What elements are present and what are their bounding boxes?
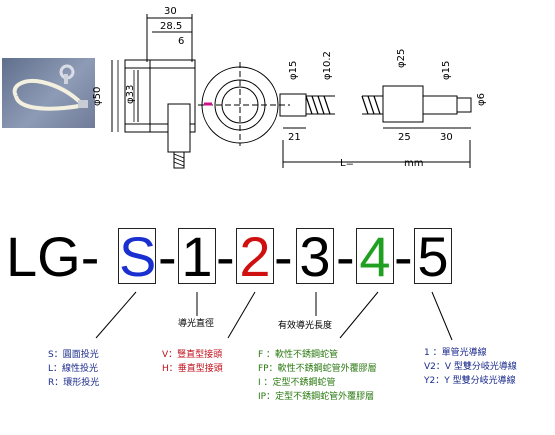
code-dash-2: -	[216, 225, 235, 288]
legend-tube-f: F ：軟性不銹鋼蛇管	[258, 350, 339, 360]
dim-phi-15-left: φ15	[288, 61, 299, 80]
dim-28-5: 28.5	[160, 21, 182, 32]
dim-phi-25: φ25	[396, 49, 407, 68]
code-seg-type: 5	[414, 228, 452, 285]
legend-shape-l: L：線性投光	[48, 364, 99, 374]
dim-phi-33: φ33	[125, 85, 136, 104]
legend-connector-v: V：豎直型接頭	[162, 350, 223, 360]
legend-type-v2: V2：V 型雙分岐光導線	[424, 362, 517, 372]
product-photo	[2, 58, 95, 128]
code-dash-3: -	[274, 225, 293, 288]
dim-phi-15-right: φ15	[441, 61, 452, 80]
code-seg-diameter: 1	[178, 228, 216, 285]
legend-shape-r: R：環形投光	[48, 378, 100, 388]
legend-type-y2: Y2：Y 型雙分岐光導線	[424, 376, 516, 386]
legend-shape-s: S：圓面投光	[48, 350, 99, 360]
code-seg-shape: S	[118, 225, 157, 288]
legend-connector-h: H：垂直型接頭	[162, 364, 223, 374]
code-dash-5: -	[394, 225, 413, 288]
dim-phi-50: φ50	[92, 87, 103, 106]
code-seg-tube: 4	[356, 228, 394, 285]
dim-phi-10-2: φ10.2	[322, 51, 333, 80]
dim-6-top: 6	[178, 36, 184, 47]
code-seg-connector: 2	[236, 228, 274, 285]
code-dash-1: -	[158, 225, 177, 288]
technical-drawing: 30 28.5 6 φ50 φ33 φ15 φ10.2 φ25 φ15 φ6 2…	[92, 6, 487, 169]
dim-mm-label: mm	[404, 158, 423, 169]
dim-30-right: 30	[440, 132, 453, 143]
light-guide-photo-icon	[12, 64, 88, 111]
caption-length: 有效導光長度	[278, 321, 333, 331]
legend-tube-ip: IP：定型不銹鋼蛇管外覆膠層	[258, 392, 375, 402]
caption-diameter: 導光直徑	[178, 319, 215, 329]
dim-21: 21	[288, 132, 301, 143]
dim-30-top: 30	[164, 6, 177, 17]
legend-tube-fp: FP：軟性不銹鋼蛇管外覆膠層	[258, 364, 377, 374]
code-prefix: LG-	[6, 225, 100, 288]
dim-l-label: L=	[340, 158, 354, 169]
legend-type-1: 1 ：單管光導線	[424, 348, 487, 358]
legend-tube-i: I ：定型不銹鋼蛇管	[258, 378, 336, 388]
dim-25: 25	[398, 132, 411, 143]
dim-phi-6-right: φ6	[476, 93, 487, 106]
code-seg-length: 3	[296, 228, 334, 285]
code-dash-4: -	[336, 225, 355, 288]
